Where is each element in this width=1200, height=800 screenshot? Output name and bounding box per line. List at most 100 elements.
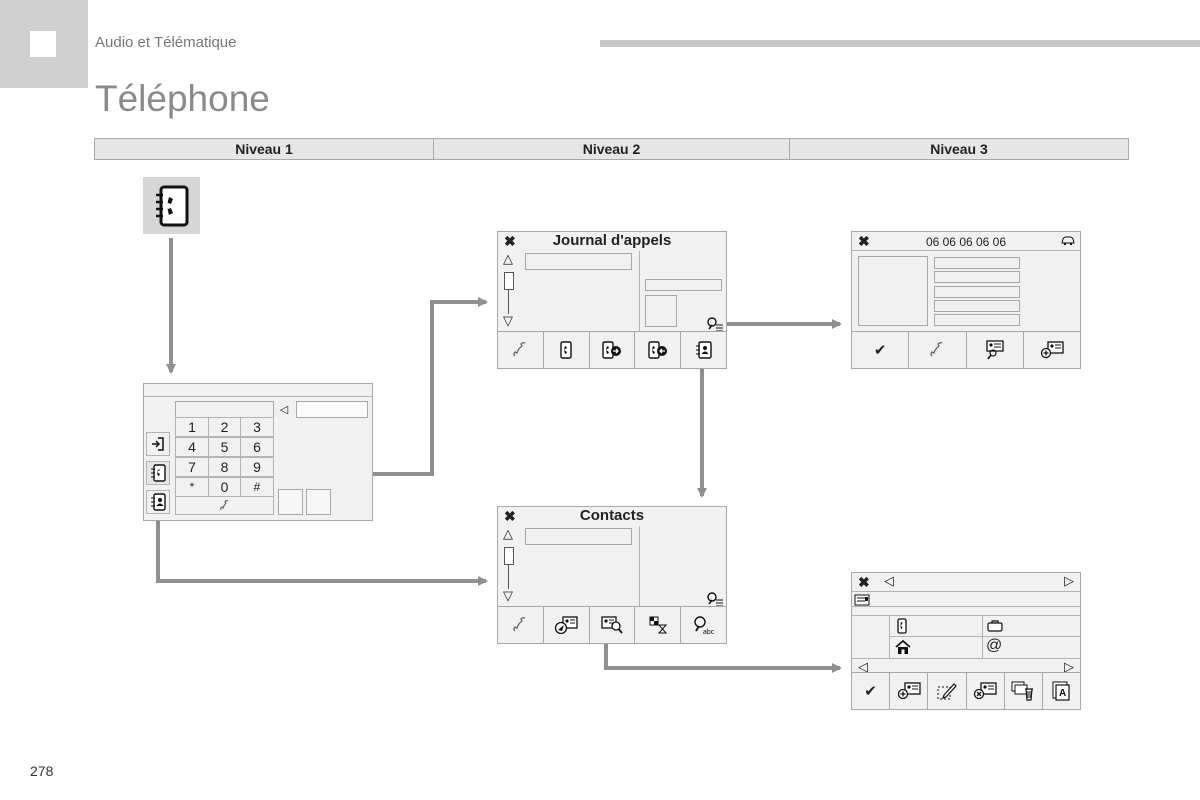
handset-icon (513, 342, 526, 357)
key-hash[interactable]: # (240, 477, 274, 497)
svg-text:A: A (1059, 688, 1066, 699)
all-calls-button[interactable] (542, 332, 589, 368)
key-5[interactable]: 5 (208, 437, 241, 457)
key-star[interactable]: * (175, 477, 209, 497)
list-item[interactable] (525, 253, 632, 270)
scrollbar-thumb[interactable] (504, 547, 514, 565)
pencil-edit-icon (937, 683, 957, 700)
enter-icon (152, 437, 164, 451)
list-item[interactable] (525, 528, 632, 545)
search-list-icon[interactable] (706, 316, 724, 332)
add-contact-icon (1040, 341, 1064, 359)
detail-field (934, 271, 1020, 283)
confirm-button[interactable]: ✔ (852, 673, 889, 709)
checkmark-icon: ✔ (873, 342, 887, 359)
call-button[interactable] (908, 332, 965, 368)
key-3[interactable]: 3 (240, 417, 274, 437)
key-0[interactable]: 0 (208, 477, 241, 497)
keypad-input-field[interactable] (296, 401, 368, 418)
add-contact-button[interactable] (889, 673, 927, 709)
close-icon[interactable]: ✖ (504, 233, 516, 249)
key-8[interactable]: 8 (208, 457, 241, 477)
previous-contact-icon[interactable]: ◁ (884, 573, 894, 588)
contact-card-icon (854, 594, 870, 606)
next-field-icon[interactable]: ▷ (1064, 659, 1074, 674)
scrollbar-track (508, 564, 509, 589)
add-contact-button[interactable] (1022, 332, 1080, 368)
call-log-screen: ✖ Journal d'appels △ ▽ (497, 231, 727, 369)
scroll-up-icon[interactable]: △ (503, 251, 513, 266)
missed-calls-button[interactable] (588, 332, 635, 368)
scrollbar-thumb[interactable] (504, 272, 514, 290)
contacts-menu-button[interactable] (146, 490, 170, 514)
received-call-icon (648, 341, 667, 359)
backspace-icon[interactable]: ◁ (279, 404, 289, 416)
scroll-down-icon[interactable]: ▽ (503, 313, 513, 328)
edit-contact-button[interactable] (965, 332, 1023, 368)
key-4[interactable]: 4 (175, 437, 209, 457)
keypad-menu-button[interactable] (146, 432, 170, 456)
remove-contact-button[interactable] (965, 673, 1004, 709)
close-icon[interactable]: ✖ (504, 508, 516, 524)
received-calls-button[interactable] (634, 332, 680, 368)
call-log-menu-button[interactable] (146, 461, 170, 485)
key-2[interactable]: 2 (208, 417, 241, 437)
divider (639, 526, 640, 606)
phone-book-icon (155, 185, 188, 226)
checkmark-icon: ✔ (864, 683, 877, 700)
page-number: 278 (30, 763, 54, 779)
work-briefcase-icon[interactable] (987, 620, 1003, 632)
home-icon[interactable] (895, 639, 911, 655)
divider (639, 251, 640, 331)
email-at-icon[interactable]: @ (986, 637, 1003, 654)
key-6[interactable]: 6 (240, 437, 274, 457)
mobile-phone-icon[interactable] (896, 618, 908, 634)
number-display (175, 401, 274, 418)
key-9[interactable]: 9 (240, 457, 274, 477)
confirm-button[interactable]: ✔ (852, 332, 908, 368)
key-1[interactable]: 1 (175, 417, 209, 437)
call-key[interactable] (175, 496, 274, 515)
sort-icon (649, 616, 667, 634)
text-format-icon: A (1052, 681, 1071, 701)
edit-button[interactable] (927, 673, 965, 709)
soft-button-a[interactable] (278, 489, 303, 515)
next-contact-icon[interactable]: ▷ (1064, 573, 1074, 588)
contacts-title: Contacts (579, 507, 645, 524)
search-list-icon[interactable] (706, 591, 724, 607)
handset-icon (513, 617, 526, 632)
close-icon[interactable]: ✖ (858, 233, 870, 249)
sort-contacts-button[interactable] (634, 607, 680, 643)
font-size-button[interactable]: A (1041, 673, 1080, 709)
call-button[interactable] (498, 607, 543, 643)
detail-field (934, 314, 1020, 326)
phone-menu-button[interactable] (143, 177, 200, 234)
photo-placeholder (645, 295, 677, 327)
number-toolbar: ✔ (852, 331, 1080, 368)
section-title: Audio et Télématique (95, 34, 237, 51)
handset-icon (219, 499, 228, 510)
trash-icon (1011, 681, 1034, 701)
close-icon[interactable]: ✖ (858, 574, 870, 590)
scrollbar-track (508, 289, 509, 314)
add-contact-icon (897, 682, 921, 700)
search-contacts-button[interactable]: abc (680, 607, 726, 643)
delete-all-button[interactable] (1003, 673, 1042, 709)
key-7[interactable]: 7 (175, 457, 209, 477)
level-2-header: Niveau 2 (433, 138, 790, 160)
handset-icon (930, 342, 943, 357)
header-rule (600, 40, 1200, 47)
call-button[interactable] (498, 332, 543, 368)
navigate-to-contact-button[interactable] (542, 607, 589, 643)
scroll-down-icon[interactable]: ▽ (503, 588, 513, 603)
scroll-up-icon[interactable]: △ (503, 526, 513, 541)
contacts-screen: ✖ Contacts △ ▽ abc (497, 506, 727, 644)
level-1-header: Niveau 1 (94, 138, 434, 160)
contact-details-button[interactable] (588, 607, 635, 643)
previous-field-icon[interactable]: ◁ (858, 659, 868, 674)
detail-field (934, 257, 1020, 269)
call-log-title: Journal d'appels (552, 232, 672, 249)
delete-contact-icon (973, 682, 997, 700)
soft-button-b[interactable] (306, 489, 331, 515)
contacts-button[interactable] (680, 332, 726, 368)
